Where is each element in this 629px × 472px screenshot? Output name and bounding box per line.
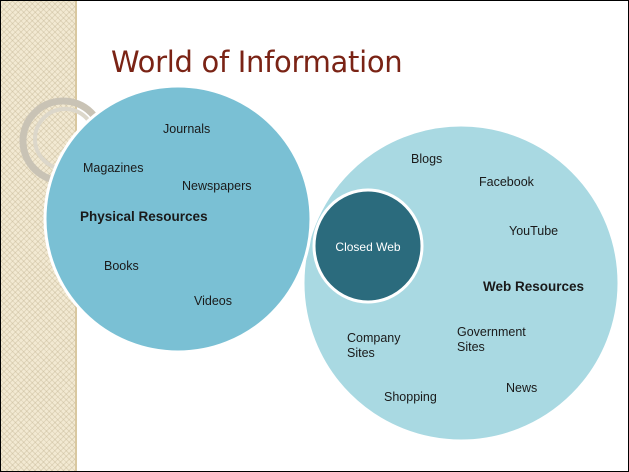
label-newspapers: Newspapers: [182, 179, 251, 193]
label-journals: Journals: [163, 122, 210, 136]
closed-web-label: Closed Web: [335, 240, 400, 254]
label-shopping: Shopping: [384, 390, 437, 404]
label-news: News: [506, 381, 537, 395]
label-videos: Videos: [194, 294, 232, 308]
label-books: Books: [104, 259, 139, 273]
slide-title: World of Information: [111, 45, 403, 79]
label-youtube: YouTube: [509, 224, 558, 238]
label-magazines: Magazines: [83, 161, 143, 175]
physical-resources-heading: Physical Resources: [80, 209, 208, 224]
label-government-sites: Government Sites: [457, 325, 529, 354]
label-blogs: Blogs: [411, 152, 442, 166]
closed-web-circle: [312, 188, 424, 304]
label-company-sites: Company Sites: [347, 331, 404, 360]
web-resources-heading: Web Resources: [483, 279, 584, 294]
physical-resources-circle: [43, 84, 313, 354]
label-facebook: Facebook: [479, 175, 535, 189]
